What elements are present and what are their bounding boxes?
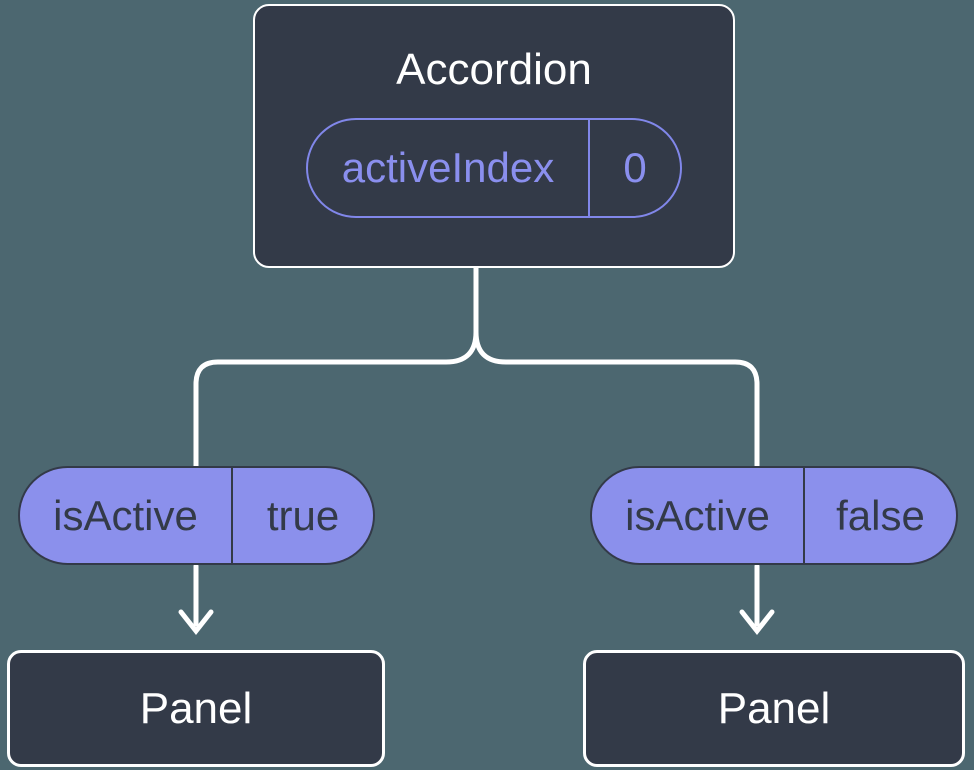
prop-pill-isactive-true: isActive true (18, 466, 375, 565)
accordion-node: Accordion activeIndex 0 (253, 4, 735, 268)
panel-node-right: Panel (583, 650, 965, 767)
state-name-label: activeIndex (308, 120, 590, 216)
prop-name-label: isActive (20, 468, 233, 563)
branch-connector-right (473, 265, 760, 469)
prop-name-label: isActive (592, 468, 805, 563)
arrow-down-icon (178, 609, 214, 636)
state-value-label: 0 (623, 144, 647, 191)
arrow-down-icon (739, 609, 775, 636)
prop-pill-isactive-false: isActive false (590, 466, 958, 565)
state-pill: activeIndex 0 (306, 118, 682, 218)
accordion-node-title: Accordion (396, 45, 592, 94)
prop-value-label: true (266, 491, 340, 539)
panel-node-title: Panel (717, 683, 831, 733)
prop-value-label: false (836, 491, 925, 539)
panel-node-left: Panel (7, 650, 385, 767)
panel-node-title: Panel (139, 683, 253, 733)
branch-connector-left (193, 265, 479, 469)
